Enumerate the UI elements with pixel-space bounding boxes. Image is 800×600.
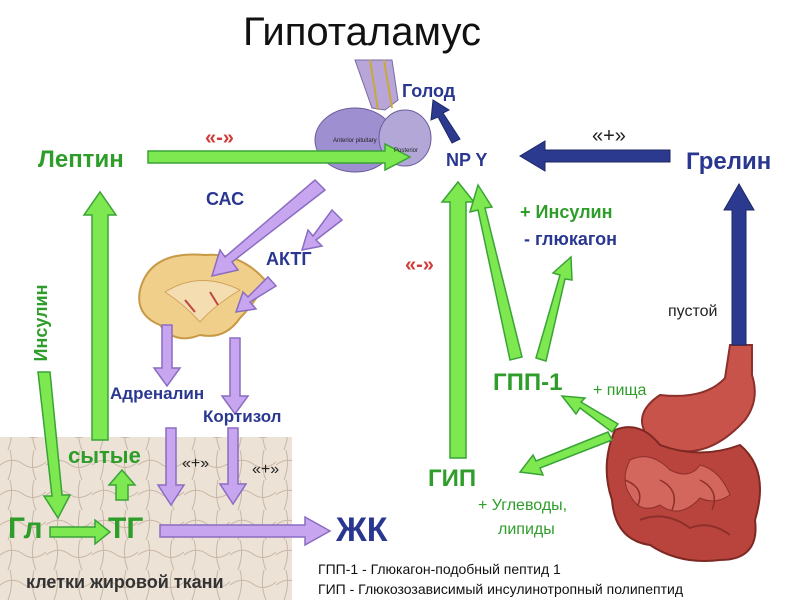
legend-line-2: ГИП - Глюкозозависимый инсулинотропный п… [318,581,684,597]
label-minus-top: «-» [205,127,234,149]
arrow-tg-up-to-leptin [82,190,118,441]
arrow-gpp1-to-npy [468,183,523,361]
arrow-leptin-to-npy [147,142,412,172]
label-sas: САС [206,189,245,209]
arrow-adrenalin-down [156,427,186,507]
label-zhk: ЖК [336,511,388,549]
stomach-intestine-image [605,344,761,562]
label-plus-top: «+» [592,125,626,147]
label-lipidy: липиды [498,521,555,538]
arrow-tg-to-zhk [159,515,332,547]
navy-arrows [430,99,755,346]
label-pishcha: + пища [593,382,647,399]
arrow-aktg-lower [234,275,278,313]
arrow-grelin-to-npy [519,140,671,172]
label-npy: NP Y [446,150,488,170]
green-arrows [37,142,620,546]
arrow-gl-to-tg [49,518,112,546]
arrow-kortizol-down [218,427,248,506]
legend-line-1: ГПП-1 - Глюкагон-подобный пептид 1 [318,561,561,577]
label-plus-left: «+» [182,455,210,472]
adrenal-gland-image [138,253,267,340]
label-kortizol: Кортизол [203,407,282,426]
purple-arrows [152,178,344,547]
label-uglevody: + Углеводы, [478,497,568,514]
arrow-tg-to-sytye [107,468,137,501]
label-golod: Голод [402,81,456,101]
label-gpp1: ГПП-1 [493,369,563,396]
label-insulin-vertical: Инсулин [31,284,51,362]
label-glucagon-minus: - глюкагон [524,229,617,249]
label-grelin: Грелин [686,148,772,175]
arrow-gut-to-gip [518,431,614,476]
arrow-gip-up-to-npy [440,180,476,459]
label-leptin: Лептин [38,146,124,173]
page-title: Гипоталамус [243,10,481,54]
label-insulin-plus: + Инсулин [520,202,613,222]
label-fat-cells: клетки жировой ткани [26,572,224,592]
arrow-stomach-to-grelin [723,182,755,346]
label-pituitary-posterior: Posterior [394,148,419,154]
arrow-insulin-down-to-gl [37,371,72,520]
label-sytye: сытые [68,443,141,468]
label-gip: ГИП [428,465,477,492]
label-adrenalin: Адреналин [110,384,205,403]
label-aktg: АКТГ [266,249,312,269]
arrow-gpp1-to-insulin [535,255,573,362]
label-pituitary-anterior: Anterior pituitary [333,138,377,144]
arrow-aktg [300,208,344,251]
arrow-adrenal-to-kortizol [220,337,250,416]
arrow-npy-to-golod [430,99,461,144]
label-plus-right: «+» [252,461,280,478]
label-gl: Гл [8,512,43,545]
label-pustoy: пустой [668,303,718,320]
arrow-gut-to-gpp1 [560,395,620,434]
label-tg: ТГ [108,512,144,545]
label-minus-mid: «-» [405,254,434,276]
arrow-pituitary-to-adrenal-sas [210,178,327,278]
arrow-adrenal-to-adrenalin [152,324,182,388]
